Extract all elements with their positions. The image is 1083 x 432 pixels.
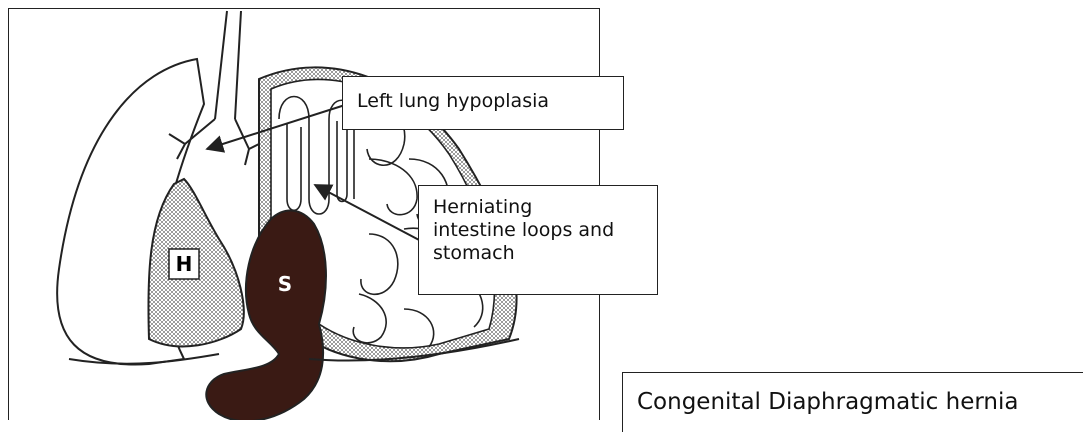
- stomach-label: S: [278, 272, 292, 296]
- annotation-left-lung: Left lung hypoplasia: [342, 76, 624, 130]
- bronchus-left: [235, 119, 261, 165]
- annotation-left-lung-text: Left lung hypoplasia: [357, 90, 549, 112]
- figure-caption: Congenital Diaphragmatic hernia: [622, 372, 1083, 432]
- figure-caption-text: Congenital Diaphragmatic hernia: [637, 389, 1018, 415]
- trachea: [215, 11, 241, 119]
- heart-label: H: [176, 252, 193, 276]
- annotation-hernia: Herniating intestine loops and stomach: [418, 185, 658, 295]
